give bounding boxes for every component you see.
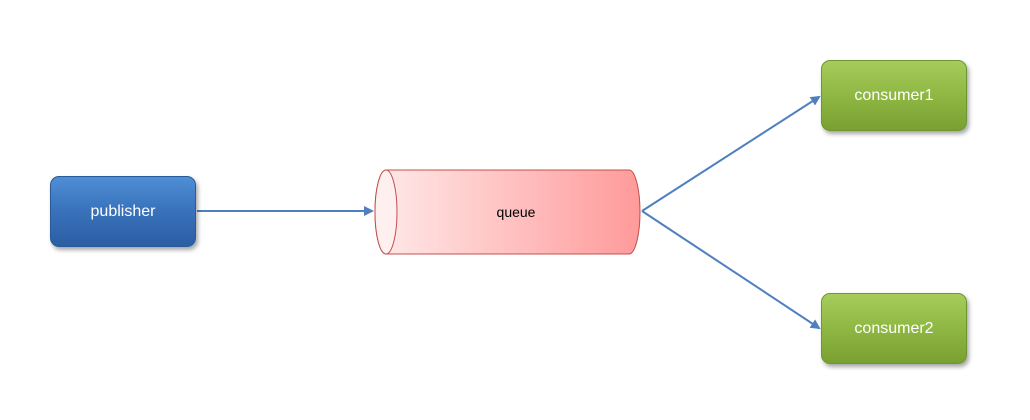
queue-cylinder-end	[374, 169, 398, 255]
queue-cylinder	[374, 169, 641, 255]
publisher-label: publisher	[90, 202, 156, 220]
arrow-queue-to-consumer2	[641, 210, 821, 330]
queue-label: queue	[496, 204, 536, 220]
consumer2-label: consumer2	[854, 319, 934, 337]
consumer1-label: consumer1	[854, 86, 934, 104]
consumer2-node: consumer2	[821, 293, 967, 364]
arrow-queue-to-consumer1	[641, 95, 821, 212]
consumer1-node: consumer1	[821, 60, 967, 131]
publisher-node: publisher	[50, 176, 196, 247]
